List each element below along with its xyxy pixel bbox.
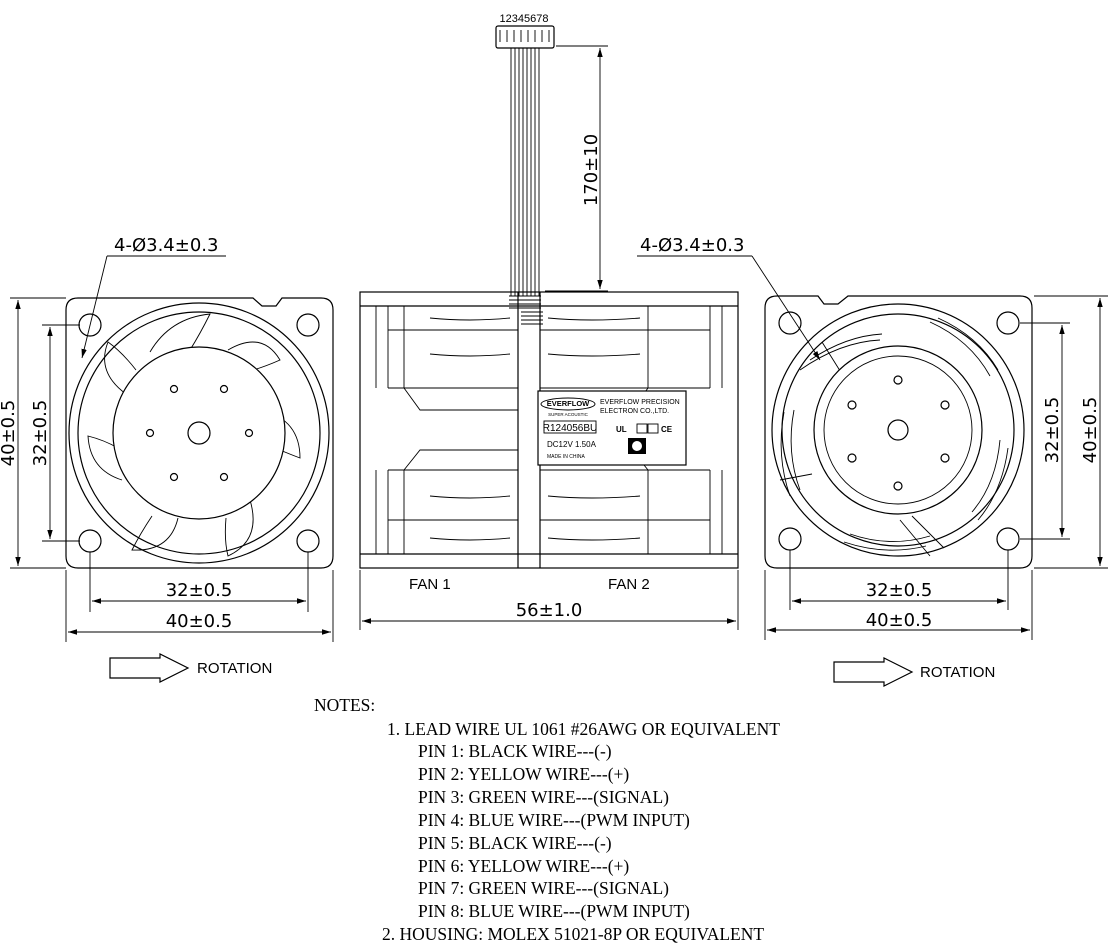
- depth-dimension: 56±1.0: [359, 570, 739, 630]
- fan-side-view: EVERFLOW SUPER ACOUSTIC EVERFLOW PRECISI…: [359, 291, 739, 593]
- stator-spokes: [779, 317, 1009, 557]
- company-line-2: ELECTRON CO.,LTD.: [600, 408, 669, 415]
- country-of-origin: MADE IN CHINA: [547, 454, 585, 460]
- mount-hole: [296, 313, 320, 337]
- wire-length-dimension: 170±10: [545, 45, 608, 292]
- cert-mark-icon: [636, 423, 648, 434]
- right-fan-rear-view: [764, 295, 1033, 569]
- mount-hole: [778, 527, 802, 551]
- pin-line: PIN 7: GREEN WIRE---(SIGNAL): [418, 878, 669, 898]
- total-depth-label: 56±1.0: [516, 600, 583, 621]
- company-line-1: EVERFLOW PRECISION: [600, 399, 680, 406]
- right-inner-bottom-label: 32±0.5: [866, 580, 933, 601]
- mount-hole: [778, 311, 802, 335]
- product-label-sticker: EVERFLOW SUPER ACOUSTIC EVERFLOW PRECISI…: [537, 390, 687, 466]
- connector-housing: 12345678: [495, 13, 555, 49]
- brand-logo-text: EVERFLOW: [547, 399, 590, 408]
- mount-hole: [78, 529, 102, 553]
- left-rotation-indicator: ROTATION: [109, 653, 272, 683]
- brand-subtext: SUPER ACOUSTIC: [548, 412, 589, 417]
- model-number: R124056BU: [543, 423, 597, 434]
- pin-line: PIN 4: BLUE WIRE---(PWM INPUT): [418, 810, 690, 830]
- note-lead-wire: 1. LEAD WIRE UL 1061 #26AWG OR EQUIVALEN…: [387, 719, 780, 739]
- notes-title: NOTES:: [314, 695, 375, 715]
- notes-block: NOTES: 1. LEAD WIRE UL 1061 #26AWG OR EQ…: [314, 695, 780, 944]
- right-side-dimensions: 32±0.5 40±0.5: [1020, 295, 1108, 569]
- electrical-rating: DC12V 1.50A: [547, 440, 597, 449]
- pin-line: PIN 8: BLUE WIRE---(PWM INPUT): [418, 901, 690, 921]
- fan-blades: [87, 313, 301, 557]
- hub: [813, 345, 983, 515]
- lead-wires: [509, 48, 543, 325]
- left-rotation-label: ROTATION: [197, 660, 272, 677]
- connector-pin-numbers: 12345678: [500, 13, 549, 25]
- left-inner-bottom-label: 32±0.5: [166, 580, 233, 601]
- left-hole-label: 4-Ø3.4±0.3: [114, 235, 218, 256]
- wire-length-label: 170±10: [581, 134, 602, 206]
- left-hole-callout: 4-Ø3.4±0.3: [81, 235, 226, 359]
- left-bottom-dimensions: 32±0.5 40±0.5: [65, 552, 334, 642]
- right-rotation-label: ROTATION: [920, 664, 995, 681]
- pin-line: PIN 1: BLACK WIRE---(-): [418, 741, 612, 761]
- mount-hole: [296, 529, 320, 553]
- right-inner-side-label: 32±0.5: [1042, 397, 1063, 464]
- ce-mark: CE: [661, 425, 673, 434]
- pin-line: PIN 6: YELLOW WIRE---(+): [418, 856, 629, 876]
- right-hole-label: 4-Ø3.4±0.3: [640, 235, 744, 256]
- left-outer-side-label: 40±0.5: [0, 400, 19, 467]
- rotation-arrow-icon: [833, 657, 914, 687]
- right-outer-side-label: 40±0.5: [1080, 397, 1101, 464]
- left-outer-bottom-label: 40±0.5: [166, 611, 233, 632]
- ul-mark: UL: [616, 425, 627, 434]
- mount-hole: [996, 527, 1020, 551]
- note-housing: 2. HOUSING: MOLEX 51021-8P OR EQUIVALENT: [382, 924, 764, 944]
- right-rotation-indicator: ROTATION: [833, 657, 995, 687]
- left-inner-side-label: 32±0.5: [30, 400, 51, 467]
- right-outer-bottom-label: 40±0.5: [866, 610, 933, 631]
- hub: [112, 346, 286, 520]
- rotation-arrow-icon: [109, 653, 190, 683]
- right-bottom-dimensions: 32±0.5 40±0.5: [764, 550, 1033, 640]
- cert-mark-icon: [647, 423, 659, 434]
- pin-line: PIN 2: YELLOW WIRE---(+): [418, 764, 629, 784]
- left-side-dimensions: 40±0.5 32±0.5: [0, 297, 80, 569]
- pin-line: PIN 5: BLACK WIRE---(-): [418, 833, 612, 853]
- fan2-label: FAN 2: [608, 576, 650, 593]
- fan1-label: FAN 1: [409, 576, 451, 593]
- side-ribs-fan1: [375, 306, 518, 554]
- left-fan-front-view: [65, 297, 334, 569]
- right-hole-callout: 4-Ø3.4±0.3: [637, 235, 821, 361]
- mount-hole: [996, 311, 1020, 335]
- pin-line: PIN 3: GREEN WIRE---(SIGNAL): [418, 787, 669, 807]
